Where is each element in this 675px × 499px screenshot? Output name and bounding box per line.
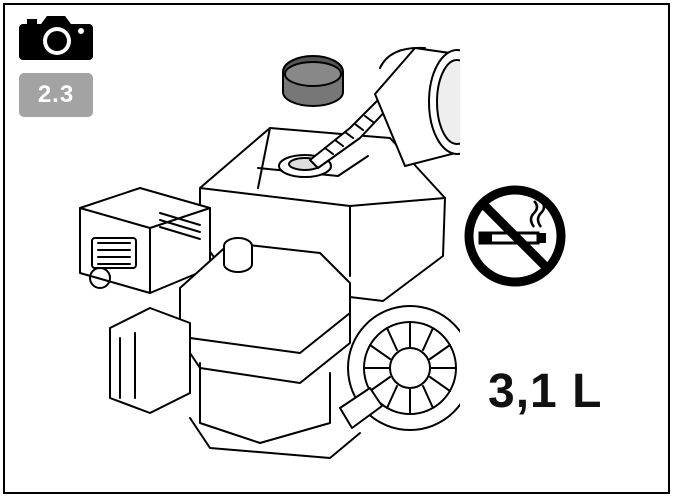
- fuel-volume-label: 3,1 L: [488, 365, 603, 418]
- step-number-badge: 2.3: [19, 73, 93, 117]
- engine-refuel-illustration: [79, 46, 460, 459]
- camera-icon: [19, 16, 93, 60]
- no-smoking-icon: [464, 185, 566, 287]
